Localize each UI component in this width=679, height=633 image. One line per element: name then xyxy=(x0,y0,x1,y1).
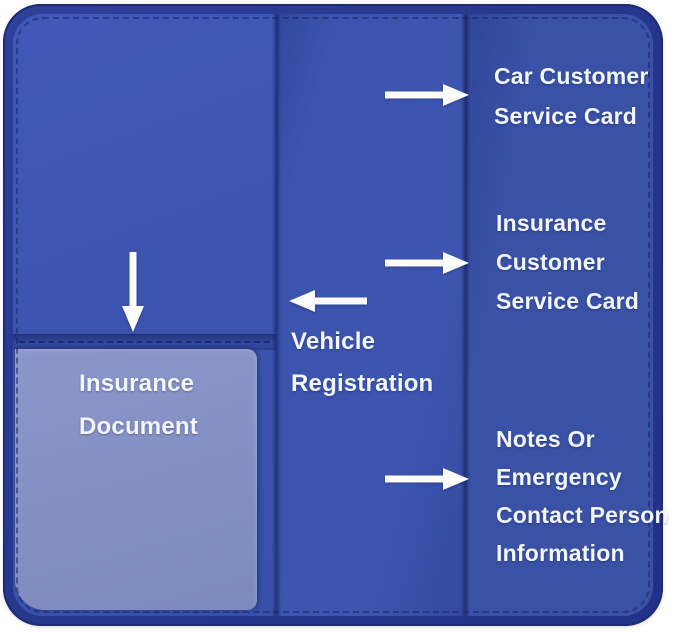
arrow-right-icon xyxy=(385,468,469,490)
label-line: Insurance xyxy=(496,210,607,236)
arrow-left-icon xyxy=(289,290,367,312)
label-vehicle-registration: Vehicle Registration xyxy=(291,321,433,405)
label-line: Registration xyxy=(291,370,434,397)
label-line: Customer xyxy=(496,249,605,275)
label-line: Notes Or xyxy=(496,426,595,452)
label-line: Car Customer xyxy=(494,63,649,89)
label-insurance-customer-service-card: Insurance Customer Service Card xyxy=(496,204,639,321)
label-line: Vehicle xyxy=(291,328,376,355)
arrow-down-icon xyxy=(122,252,144,332)
label-notes-emergency-contact: Notes Or Emergency Contact Person Inform… xyxy=(496,420,669,572)
pocket-top-hem xyxy=(13,334,276,350)
label-line: Service Card xyxy=(494,103,638,129)
label-insurance-document: Insurance Document xyxy=(79,362,198,448)
label-line: Document xyxy=(79,413,198,440)
label-line: Information xyxy=(496,540,625,566)
left-panel xyxy=(13,14,276,616)
card-holder-wallet xyxy=(3,4,663,626)
label-line: Contact Person xyxy=(496,502,669,528)
label-car-customer-service-card: Car Customer Service Card xyxy=(494,56,649,136)
wallet-interior xyxy=(13,14,653,616)
label-line: Emergency xyxy=(496,464,622,490)
arrow-right-icon xyxy=(385,252,469,274)
insurance-document-pocket xyxy=(15,349,257,610)
label-line: Insurance xyxy=(79,370,195,397)
right-panel xyxy=(465,14,653,616)
center-spine-panel xyxy=(276,14,465,616)
arrow-right-icon xyxy=(385,84,469,106)
label-line: Service Card xyxy=(496,288,640,314)
